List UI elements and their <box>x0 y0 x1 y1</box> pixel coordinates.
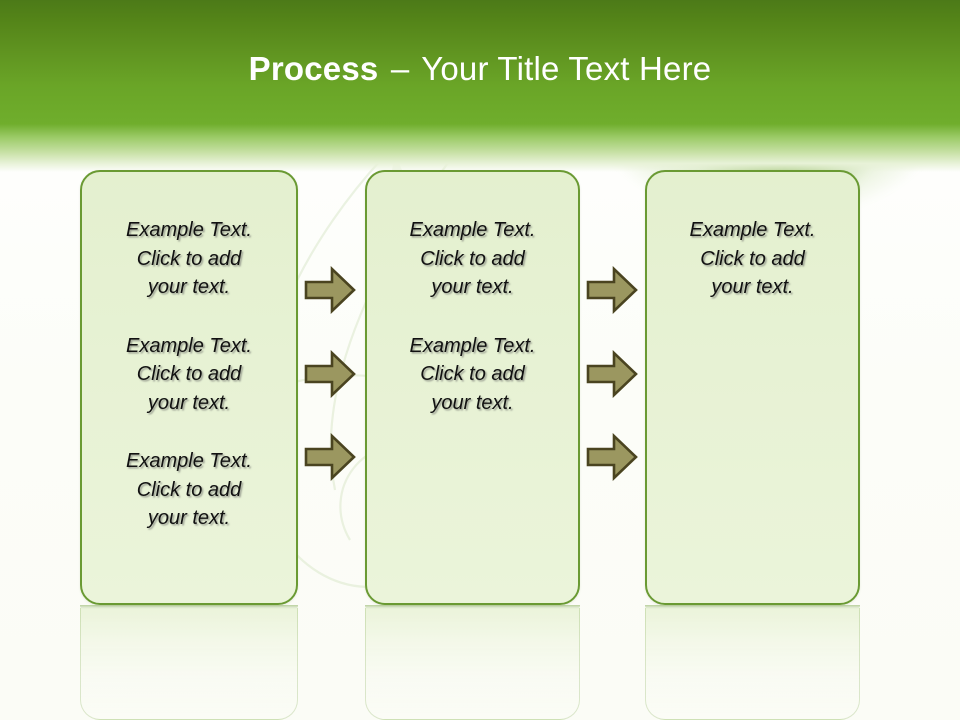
process-text-block[interactable]: Example Text. Click to add your text. <box>409 219 536 298</box>
process-box-body: Example Text. Click to add your text. <box>647 172 858 302</box>
header-banner <box>0 0 960 126</box>
process-text-block[interactable]: Example Text. Click to add your text. <box>126 334 252 414</box>
process-box-1[interactable]: Example Text. Click to add your text. Exa… <box>80 170 298 605</box>
process-box-body: Example Text. Click to add your text. Exa… <box>367 172 578 417</box>
header-fade <box>0 124 960 172</box>
page-title: Process – Your Title Text Here <box>0 50 960 88</box>
page-title-bold: Process <box>248 50 379 87</box>
process-box-2[interactable]: Example Text. Click to add your text. Exa… <box>365 170 580 605</box>
process-box-body: Example Text. Click to add your text. Exa… <box>82 172 296 533</box>
process-text-block[interactable]: Example Text. Click to add your text. <box>126 450 252 529</box>
process-box-3[interactable]: Example Text. Click to add your text. <box>645 170 860 605</box>
process-text-block[interactable]: Example Text. Click to add your text. <box>126 219 252 298</box>
process-text-block[interactable]: Example Text. Click to add your text. <box>689 219 816 298</box>
page-title-rest: Your Title Text Here <box>421 50 712 87</box>
page-title-dash: – <box>390 50 410 87</box>
process-text-block[interactable]: Example Text. Click to add your text. <box>409 334 536 414</box>
